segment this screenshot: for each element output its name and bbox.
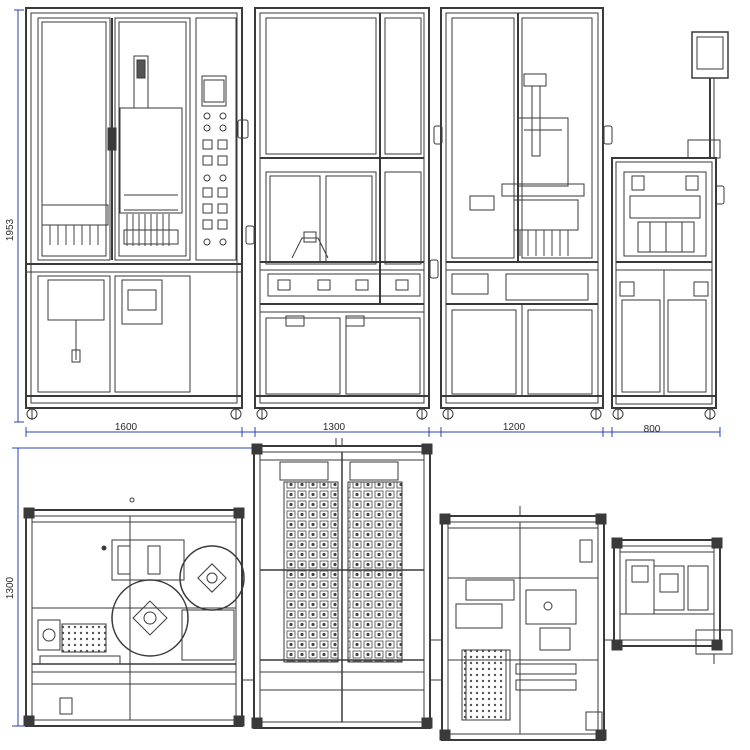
front-dimensions xyxy=(14,9,721,437)
front-view xyxy=(25,7,729,420)
top-dimensions xyxy=(12,447,252,727)
module-3-front xyxy=(433,7,613,420)
control-buttons xyxy=(202,112,228,246)
width-label-module-3: 1200 xyxy=(503,422,526,433)
module-1-top xyxy=(23,497,245,727)
module-2-front xyxy=(245,7,439,420)
module-2-top xyxy=(242,438,442,729)
width-label-module-4: 800 xyxy=(644,424,661,435)
height-dimension-label: 1953 xyxy=(5,218,16,241)
top-view xyxy=(23,438,733,741)
module-3-top xyxy=(430,506,614,741)
module-1-front xyxy=(25,7,249,420)
module-4-front xyxy=(611,31,729,420)
module-4-top xyxy=(611,537,733,664)
width-label-module-1: 1600 xyxy=(115,422,138,433)
width-label-module-2: 1300 xyxy=(323,422,346,433)
depth-dimension-label: 1300 xyxy=(5,576,16,599)
